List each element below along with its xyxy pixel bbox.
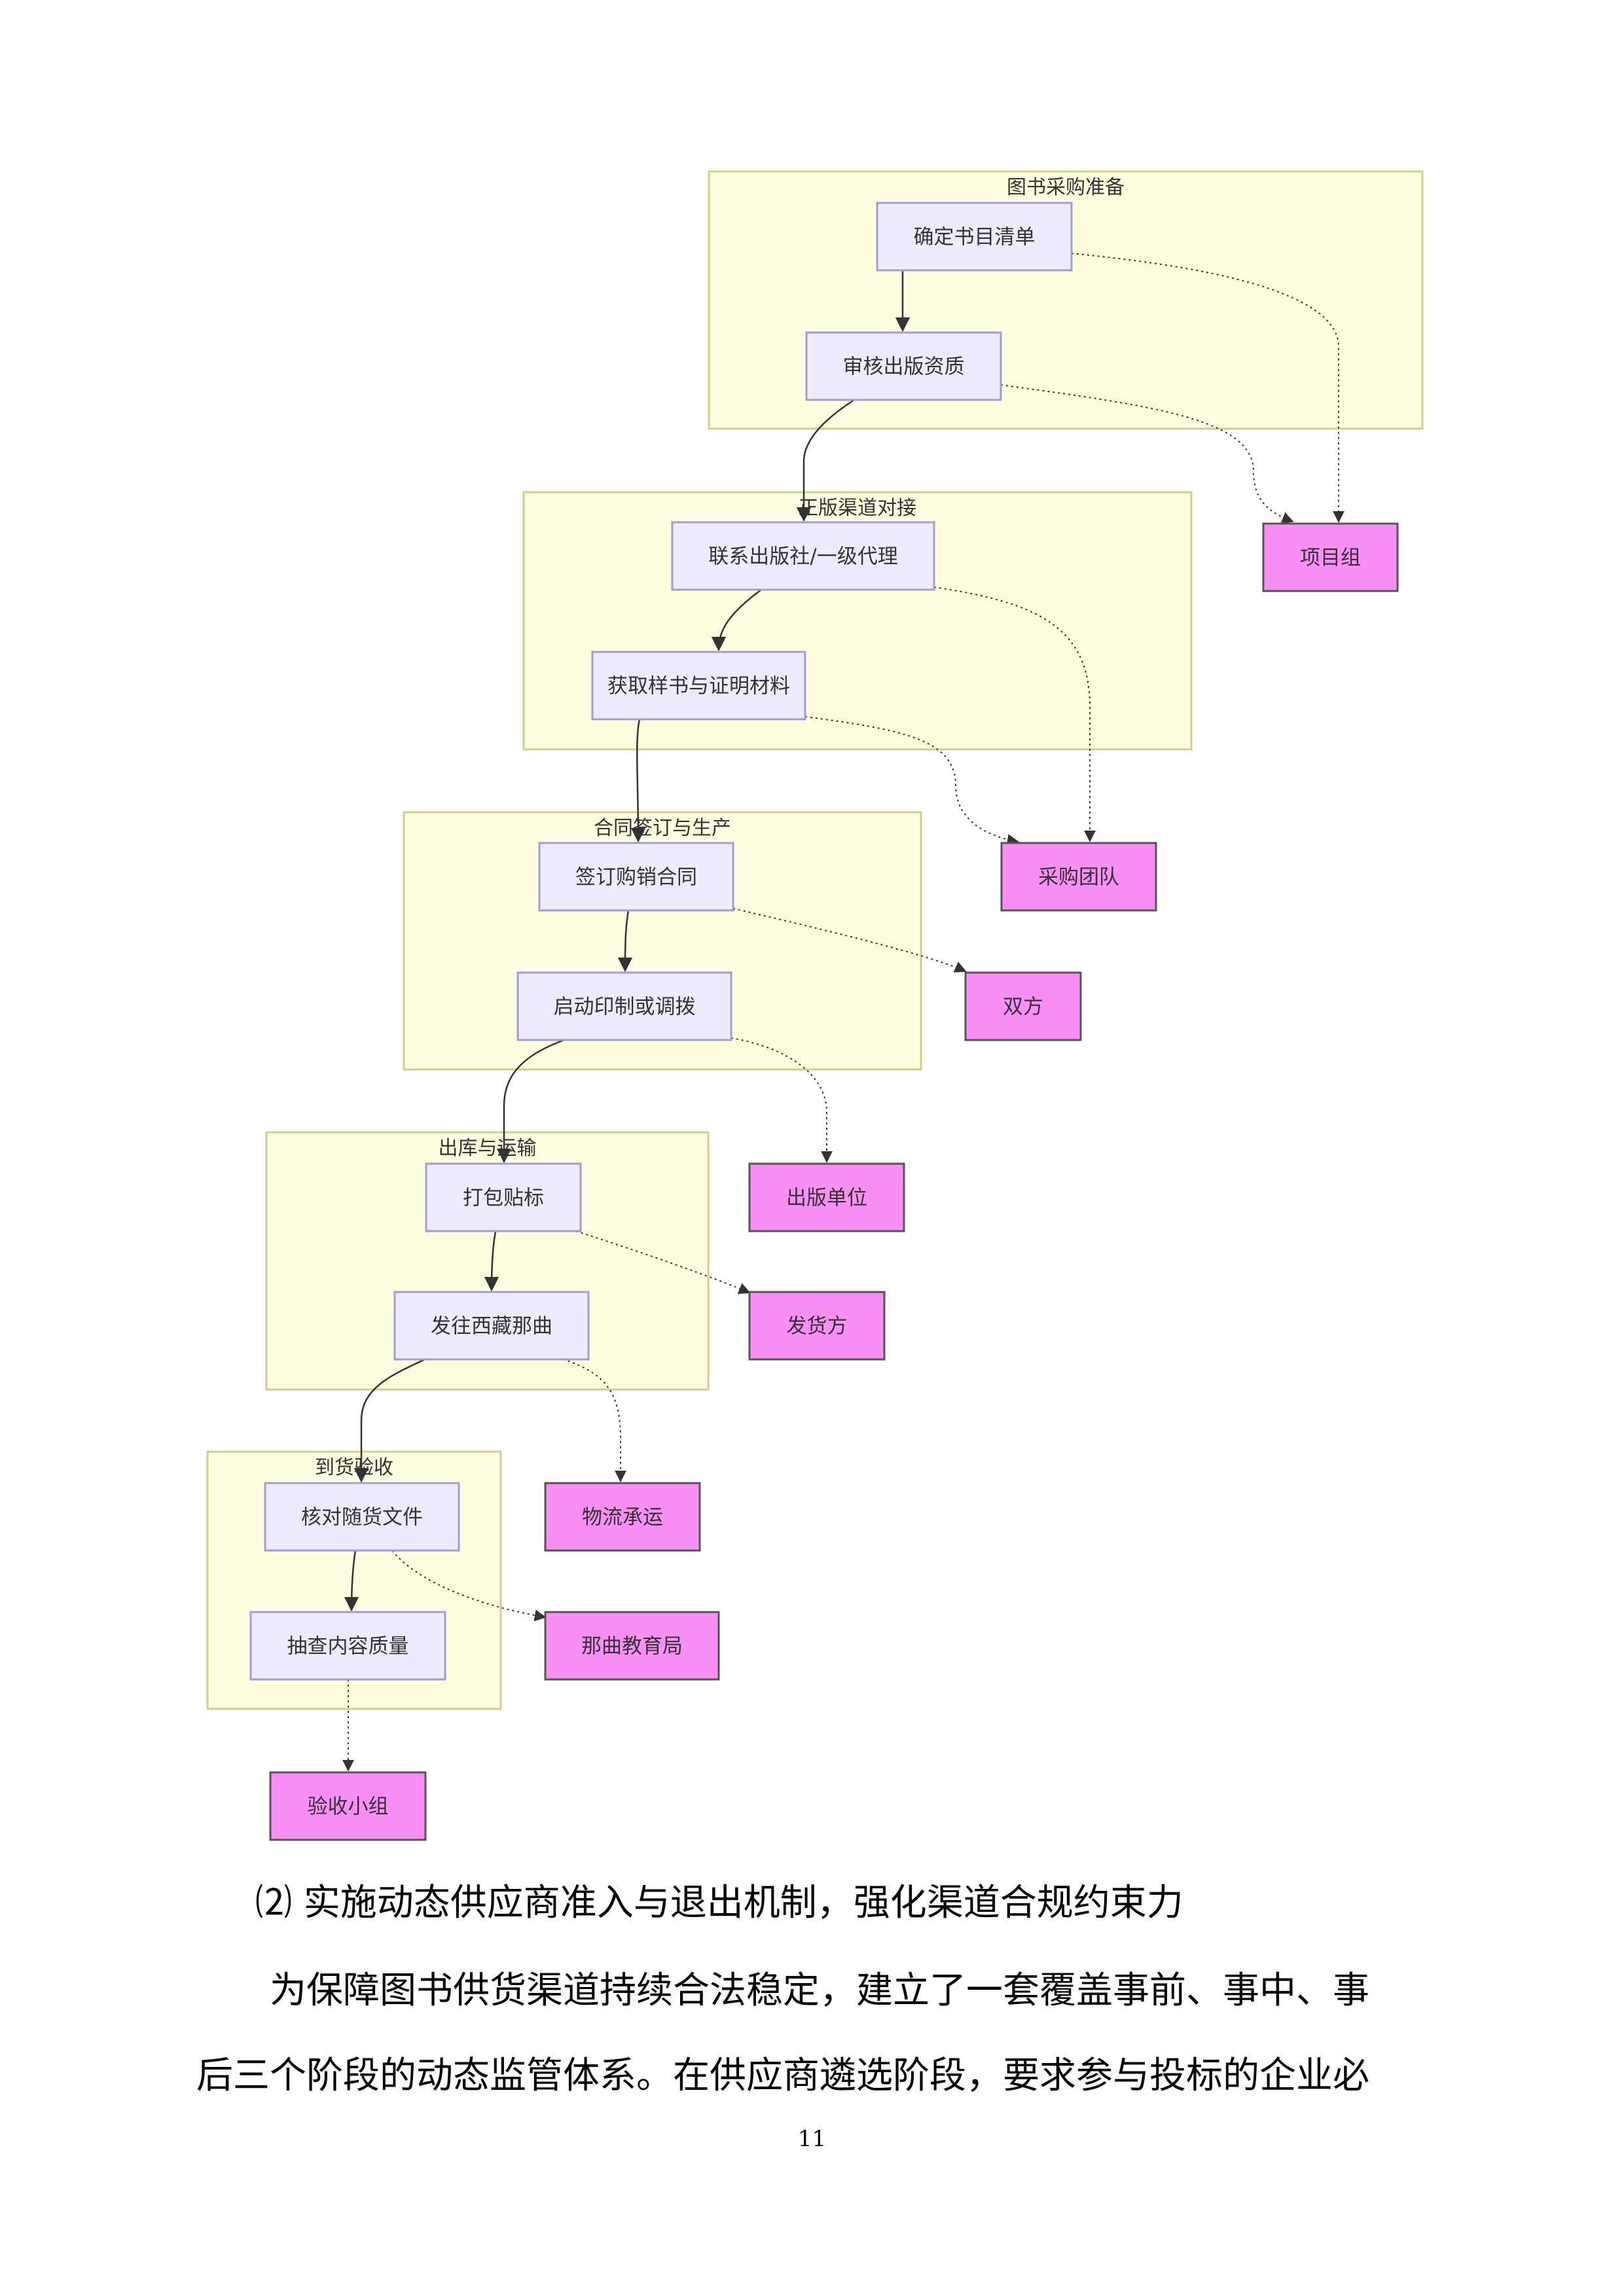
step-label: 抽查内容质量 [287, 1635, 409, 1659]
step-label: 发往西藏那曲 [431, 1315, 552, 1338]
flow-edge-s2-s3 [796, 399, 855, 522]
page-number: 11 [797, 2126, 827, 2152]
paragraph-line-2: 后三个阶段的动态监管体系。在供应商遴选阶段，要求参与投标的企业必 [196, 2054, 1369, 2097]
step-label: 审核出版资质 [843, 355, 965, 379]
role-node-r7 [544, 1611, 720, 1681]
step-node-s5 [538, 842, 734, 912]
role-node-r8 [269, 1771, 427, 1841]
step-node-s8 [393, 1291, 590, 1361]
role-label: 那曲教育局 [581, 1635, 683, 1659]
stage-group-title: 图书采购准备 [1007, 176, 1125, 199]
step-label: 核对随货文件 [301, 1506, 423, 1530]
flow-edge-s5-s6 [617, 910, 633, 973]
role-label: 项目组 [1300, 547, 1361, 570]
step-label: 获取样书与证明材料 [607, 675, 790, 698]
section-heading: ⑵ 实施动态供应商准入与退出机制，强化渠道合规约束力 [255, 1882, 1183, 1924]
flow-edge-s3-s4 [711, 588, 762, 652]
role-node-r6 [544, 1482, 701, 1552]
step-label: 启动印制或调拨 [554, 996, 696, 1019]
role-label: 发货方 [787, 1315, 848, 1338]
stage-group-title: 合同签订与生产 [594, 817, 731, 840]
role-label: 验收小组 [308, 1795, 389, 1819]
paragraph-line-1: 为保障图书供货渠道持续合法稳定，建立了一套覆盖事前、事中、事 [270, 1969, 1369, 2012]
step-node-s2 [805, 331, 1002, 401]
role-node-r5 [748, 1291, 886, 1361]
role-node-r4 [748, 1162, 905, 1232]
step-node-s6 [516, 971, 732, 1041]
step-node-s1 [876, 202, 1073, 272]
stage-group-title: 正版渠道对接 [799, 497, 916, 520]
stage-group-title: 到货验收 [315, 1456, 393, 1479]
responsibility-edge-s2-r1 [1000, 384, 1294, 524]
responsibility-edge-s4-r2 [804, 716, 1019, 846]
step-node-s10 [249, 1611, 446, 1681]
flow-edge-s4-s5 [630, 719, 646, 843]
step-node-s7 [425, 1162, 582, 1232]
role-node-r3 [964, 971, 1082, 1041]
role-node-r2 [1000, 842, 1157, 912]
step-label: 打包贴标 [463, 1187, 544, 1210]
responsibility-edge-s3-r2 [933, 586, 1096, 842]
responsibility-edge-s1-r1 [1071, 253, 1344, 523]
step-node-s9 [264, 1482, 460, 1552]
flow-edge-s6-s7 [496, 1039, 565, 1164]
role-label: 物流承运 [582, 1506, 663, 1530]
responsibility-edge-s9-r7 [391, 1550, 547, 1622]
responsibility-edge-s6-r4 [731, 1037, 833, 1163]
role-label: 出版单位 [786, 1187, 867, 1210]
step-label: 确定书目清单 [914, 226, 1036, 249]
step-node-s4 [591, 651, 806, 721]
step-label: 签订购销合同 [575, 866, 697, 889]
step-label: 联系出版社/一级代理 [708, 545, 897, 569]
stage-group-title: 出库与运输 [439, 1137, 537, 1160]
flow-edge-s7-s8 [484, 1230, 499, 1292]
flow-edge-s8-s9 [353, 1358, 425, 1483]
role-node-r1 [1262, 522, 1399, 592]
role-label: 双方 [1003, 996, 1043, 1019]
step-node-s3 [671, 521, 935, 591]
flow-edge-s9-s10 [344, 1550, 359, 1612]
role-label: 采购团队 [1038, 866, 1119, 889]
